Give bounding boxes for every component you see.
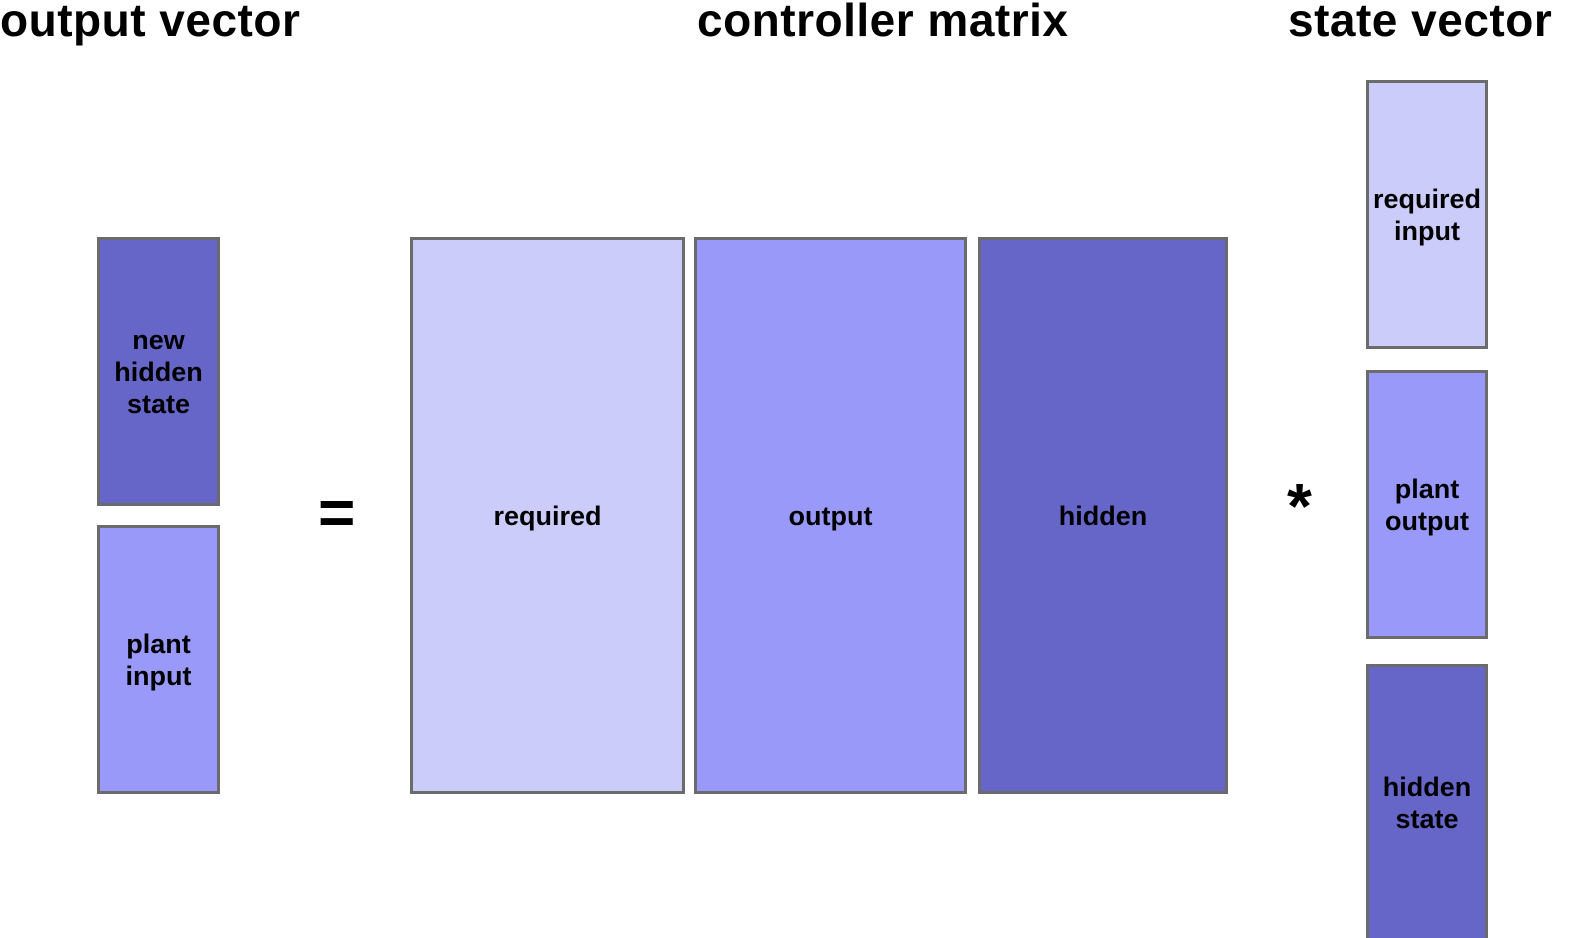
output-new-hidden-state-label: new hidden state: [114, 324, 203, 419]
matrix-hidden-block: hidden: [978, 237, 1228, 794]
state-vector-heading: state vector: [1288, 0, 1553, 46]
output-plant-input-block: plant input: [97, 525, 220, 794]
state-plant-output-label: plant output: [1385, 473, 1469, 536]
state-required-input-label: required input: [1372, 183, 1482, 246]
state-hidden-state-block: hidden state: [1366, 664, 1488, 938]
equals-operator: =: [318, 476, 356, 548]
matrix-output-label: output: [788, 500, 873, 531]
matrix-required-label: required: [493, 500, 602, 531]
output-plant-input-label: plant input: [125, 628, 192, 691]
state-hidden-state-label: hidden state: [1382, 771, 1472, 834]
multiply-operator: *: [1287, 470, 1312, 542]
matrix-required-block: required: [410, 237, 685, 794]
state-plant-output-block: plant output: [1366, 370, 1488, 639]
output-new-hidden-state-block: new hidden state: [97, 237, 220, 506]
controller-matrix-heading: controller matrix: [697, 0, 1069, 46]
matrix-output-block: output: [694, 237, 967, 794]
state-required-input-block: required input: [1366, 80, 1488, 349]
matrix-hidden-label: hidden: [1058, 500, 1148, 531]
output-vector-heading: output vector: [0, 0, 301, 46]
